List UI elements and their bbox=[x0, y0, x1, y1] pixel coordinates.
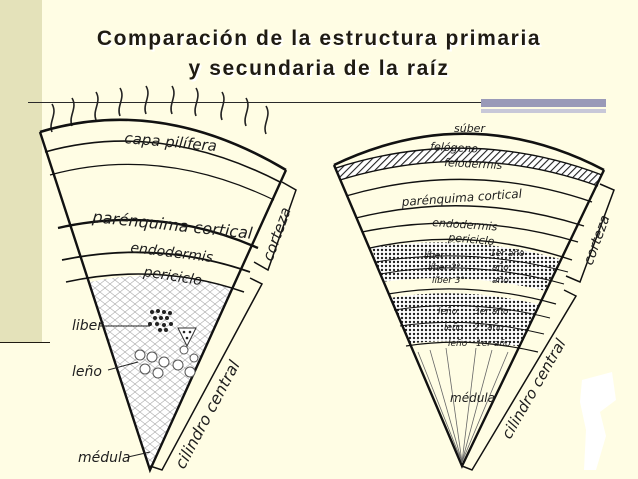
label-felodermis: felodermis bbox=[444, 156, 503, 172]
arc-outer-2 bbox=[333, 132, 605, 172]
label-leno: leño bbox=[72, 364, 102, 380]
label-suber: súber bbox=[454, 122, 486, 135]
primary-wedge-outline bbox=[38, 131, 288, 474]
label-leno-2: leño bbox=[444, 323, 464, 333]
arc-suber bbox=[335, 147, 603, 176]
arc-endo-bot bbox=[61, 251, 251, 273]
label-leno-1-year: 1er año bbox=[476, 339, 511, 349]
arc-periciclo bbox=[65, 273, 245, 293]
label-medula: médula bbox=[78, 450, 130, 466]
slide-title-line-2: y secundaria de la raíz bbox=[188, 57, 450, 80]
leno-leader bbox=[107, 361, 139, 371]
label-liber-2-year: año bbox=[492, 263, 509, 273]
title-accent-bar bbox=[481, 99, 606, 107]
label-liber-3: líber 3° bbox=[432, 276, 465, 286]
label-periciclo-2: periciclo bbox=[447, 231, 495, 248]
corteza-brace bbox=[253, 181, 297, 272]
cilindro-brace-2 bbox=[461, 289, 578, 471]
arc-periciclo-2 bbox=[369, 238, 573, 261]
label-leno-3: leño bbox=[438, 307, 458, 317]
arc-leno-1 bbox=[393, 305, 551, 319]
arc-felodermis bbox=[345, 178, 593, 203]
arc-endo-top bbox=[57, 218, 259, 250]
arc-felogeno bbox=[339, 160, 599, 187]
label-felogeno: felógeno bbox=[430, 140, 479, 156]
label-leno-2-year: 2° año bbox=[474, 323, 504, 333]
phloem-cluster bbox=[148, 309, 173, 332]
cilindro-brace bbox=[149, 277, 264, 471]
secondary-root-diagram: súber felógeno felodermis parénquima cor… bbox=[332, 122, 615, 471]
label-endodermis: endodermis bbox=[130, 240, 214, 266]
label-liber-1-year: 1er año bbox=[490, 249, 525, 259]
root-hairs bbox=[50, 85, 269, 135]
label-liber-1: líber bbox=[424, 251, 445, 261]
title-divider-line bbox=[28, 102, 483, 103]
label-leno-1: leño bbox=[448, 339, 468, 349]
label-liber-2: líber 2° bbox=[428, 263, 461, 273]
medulla-rays bbox=[417, 347, 509, 463]
title-accent-bar-shadow bbox=[481, 109, 606, 113]
label-leno-3-year: 3er año bbox=[474, 307, 509, 317]
label-liber: liber bbox=[72, 318, 104, 334]
primary-root-diagram: capa pilífera parénquima cortical endode… bbox=[38, 85, 297, 474]
label-parenquima-cortical: parénquima cortical bbox=[91, 207, 254, 243]
label-endodermis-2: endodermis bbox=[432, 216, 498, 234]
arc-parenquima-2 bbox=[355, 205, 585, 227]
label-corteza: corteza bbox=[259, 205, 295, 264]
arc-liber-1 bbox=[375, 255, 569, 273]
arc-cambium bbox=[387, 288, 557, 305]
slide-title-line-1: Comparación de la estructura primaria bbox=[96, 27, 542, 50]
arc-outer bbox=[39, 118, 287, 172]
medula-leader bbox=[127, 451, 151, 458]
arc-capa bbox=[44, 140, 281, 183]
arc-parenquima bbox=[49, 163, 275, 201]
label-medula-2: médula bbox=[450, 391, 495, 405]
decorative-white-shape bbox=[580, 372, 616, 470]
corteza-brace-2 bbox=[565, 183, 615, 284]
slide-sidebar-band bbox=[0, 0, 42, 342]
arc-endodermis-2 bbox=[361, 222, 579, 243]
arc-leno-3 bbox=[405, 341, 539, 353]
label-liber-3-year: año bbox=[492, 276, 509, 286]
band-leno bbox=[390, 293, 552, 350]
arc-leno-2 bbox=[399, 321, 545, 335]
label-corteza-2: corteza bbox=[581, 213, 614, 267]
arc-liber-2 bbox=[379, 267, 565, 285]
phloem-triangle-dots bbox=[182, 330, 192, 340]
sidebar-divider-line bbox=[0, 342, 50, 343]
xylem-cells bbox=[134, 345, 199, 379]
band-felogeno bbox=[336, 148, 602, 186]
